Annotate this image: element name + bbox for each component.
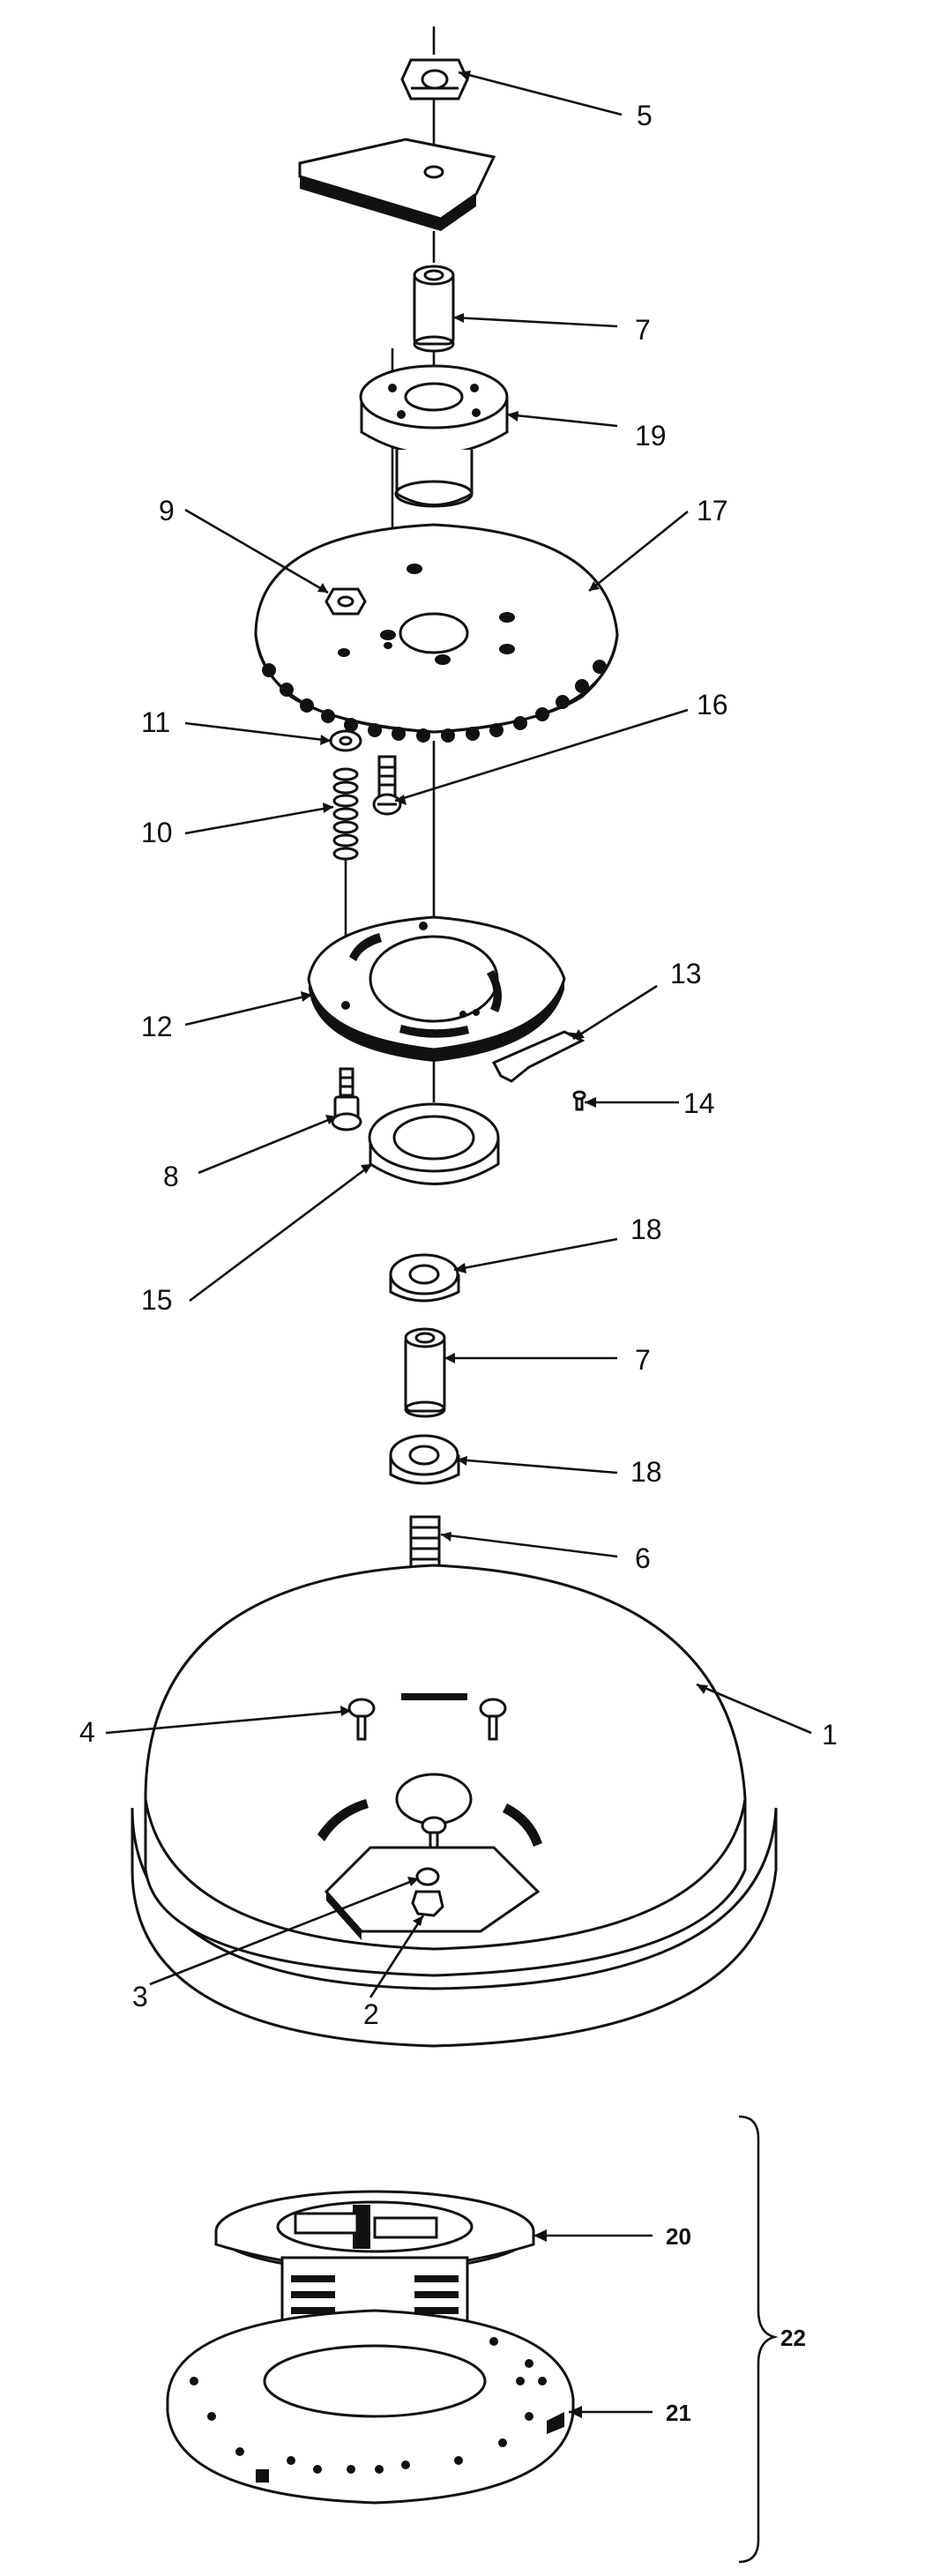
part-8-shoulder-bolt <box>331 1067 362 1131</box>
part-19-hub <box>359 364 509 508</box>
part-7-spacer-bottom <box>404 1327 446 1418</box>
part-14-screw <box>572 1090 586 1111</box>
callout-16: 16 <box>697 689 728 721</box>
callout-18-bottom: 18 <box>630 1456 662 1488</box>
callout-15: 15 <box>141 1284 173 1316</box>
callout-22: 22 <box>780 2325 806 2351</box>
callout-4: 4 <box>79 1716 95 1748</box>
callout-labels: 5 7 19 9 17 11 16 10 13 12 14 8 18 15 7 … <box>79 100 838 2426</box>
part-10-spring <box>332 767 359 861</box>
callout-21: 21 <box>666 2400 691 2426</box>
callout-11: 11 <box>141 706 170 738</box>
part-16-screw <box>372 755 402 816</box>
callout-7-bottom: 7 <box>635 1344 651 1376</box>
callout-12: 12 <box>141 1011 173 1042</box>
bracket-22 <box>738 2115 779 2564</box>
part-plate <box>298 138 496 231</box>
part-20-cap <box>214 2190 535 2273</box>
callout-3: 3 <box>132 1981 148 2012</box>
part-18-bushing-top <box>389 1253 460 1303</box>
part-5-nut <box>400 58 469 101</box>
callout-6: 6 <box>635 1542 651 1574</box>
callout-19: 19 <box>635 420 667 452</box>
callout-14: 14 <box>683 1087 715 1119</box>
callout-9: 9 <box>159 495 175 526</box>
part-17-sprocket-disc <box>254 523 619 743</box>
part-1-base-housing <box>131 1564 778 2048</box>
callout-18-top: 18 <box>630 1213 662 1245</box>
callout-5: 5 <box>637 100 653 131</box>
part-9-nut <box>325 587 367 616</box>
part-15-ring <box>368 1102 500 1185</box>
part-12-slotted-plate <box>307 915 566 1062</box>
callout-1: 1 <box>822 1719 838 1751</box>
part-7-spacer-top <box>413 265 455 353</box>
part-18-bushing-bottom <box>389 1434 460 1485</box>
callout-20: 20 <box>666 2223 691 2250</box>
callout-2: 2 <box>363 1998 379 2030</box>
callout-7-top: 7 <box>635 314 651 346</box>
leader-lines <box>105 71 812 2418</box>
callout-10: 10 <box>141 817 173 848</box>
callout-17: 17 <box>697 495 728 526</box>
callout-8: 8 <box>163 1161 179 1192</box>
callout-13: 13 <box>670 958 702 989</box>
part-11-washer <box>329 729 362 752</box>
part-21-base-plate <box>166 2309 575 2505</box>
